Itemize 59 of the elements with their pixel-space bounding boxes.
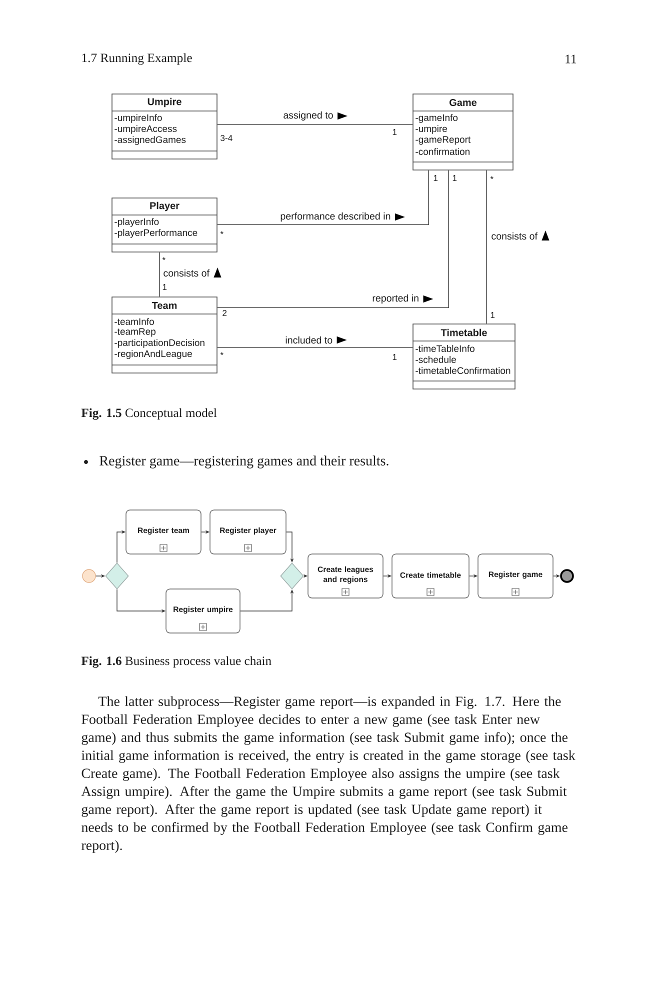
attribute: -timetableConfirmation (416, 367, 510, 374)
figure-caption: Fig. 1.5 Conceptual model (81, 408, 217, 420)
connector (217, 124, 413, 125)
multiplicity: 1 (490, 312, 495, 318)
connector (217, 170, 429, 225)
attribute: -gameReport (416, 136, 471, 145)
class-box (412, 324, 516, 390)
class-name: Timetable (440, 328, 487, 336)
attribute: -gameInfo (416, 114, 458, 123)
start-event-circle (82, 569, 96, 583)
multiplicity: 1 (392, 129, 397, 135)
multiplicity: * (220, 231, 224, 234)
edge-label: included to (286, 336, 347, 344)
attribute: -playerInfo (114, 218, 159, 227)
attribute: -umpireInfo (114, 114, 162, 123)
gateway-diamond (105, 562, 129, 590)
multiplicity: * (490, 176, 494, 180)
attribute: -schedule (416, 356, 456, 363)
multiplicity: 1 (452, 175, 457, 181)
class-box (412, 94, 514, 170)
edge-label: assigned to (284, 111, 348, 121)
multiplicity: 1 (434, 175, 438, 181)
gateway-diamond (280, 562, 304, 590)
multiplicity: 2 (222, 310, 227, 316)
page-number: 11 (566, 54, 576, 64)
attribute: -teamRep (114, 328, 156, 337)
attribute: -umpireAccess (114, 125, 177, 134)
multiplicity: * (162, 257, 166, 260)
bullet-text: Register game—registering games and their results. (100, 456, 388, 468)
attribute: -assignedGames (114, 136, 186, 145)
connector (159, 252, 160, 297)
figure-caption: Fig. 1.6 Business process value chain (81, 656, 272, 668)
attribute: -umpire (416, 125, 447, 134)
class-box (112, 296, 218, 374)
attribute: -confirmation (416, 148, 470, 155)
class-name: Player (150, 202, 180, 212)
edge-label: consists of (164, 268, 222, 278)
multiplicity: 1 (392, 354, 397, 360)
edge-label: reported in (372, 294, 434, 304)
attribute: -regionAndLeague (114, 350, 192, 359)
connector (486, 170, 487, 324)
edge-label: consists of (492, 230, 550, 240)
attribute: -teamInfo (114, 318, 154, 325)
edge-label: performance described in (280, 212, 405, 222)
class-box (112, 94, 218, 160)
class-name: Team (152, 302, 177, 309)
attribute: -playerPerformance (114, 229, 198, 238)
multiplicity: 1 (162, 284, 167, 290)
class-name: Umpire (148, 98, 182, 108)
class-name: Game (450, 98, 477, 106)
attribute: -participationDecision (114, 339, 204, 348)
end-event-circle (560, 569, 574, 583)
class-box (112, 198, 218, 252)
multiplicity: * (220, 352, 224, 356)
paragraph-text: The latter subprocess—Register game report—is expanded in Fig. 1.7. Here the Football Federation Employee decides to enter a new game (see task Enter new game) and thus submits the game information (see task Submit game info); once the initial game information is received, the entry is created in the game storage (see task Create game). The Football Federation Employee also assigns the umpire (see task Assign umpire). After the game the Umpire submits a game report (see task Submit game report). After the game report is updated (see task Update game report) it needs to be confirmed by the Football Federation Employee (see task Confirm game report). (81, 696, 576, 853)
attribute: -timeTableInfo (416, 345, 474, 352)
connector (217, 170, 449, 308)
connector (217, 347, 413, 348)
running-header: 1.7 Running Example (82, 53, 192, 65)
